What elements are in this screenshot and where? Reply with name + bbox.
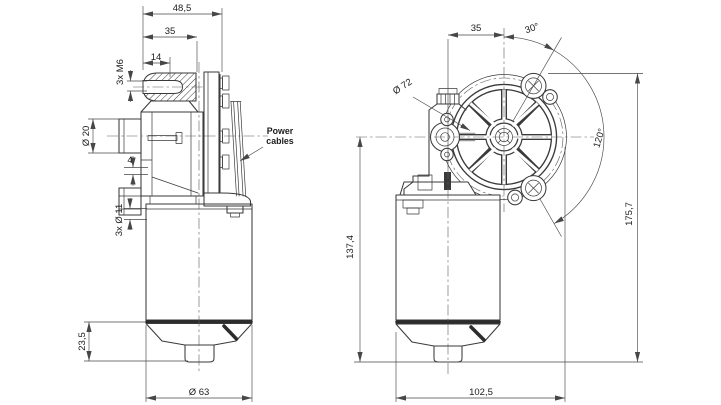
angle-arc-120 [553,50,605,224]
pin-hole-bottom [507,189,523,206]
set-screw [175,132,183,144]
ext-line [124,167,148,175]
dim-overall-depth-label: 48,5 [173,3,192,14]
ext-line [84,321,188,362]
dim-overall-width-label: 102,5 [469,387,493,398]
pin-hole-top [542,89,558,105]
worm-boss-link [458,132,476,142]
terminal-stud [444,172,451,190]
side-power-cables [230,101,247,197]
hub-ticks [497,130,511,144]
gearbox-body-lines [140,111,199,205]
bolt-circle-leader [412,96,471,131]
terminal-block [417,174,433,191]
dim-gearbox-depth-label: 35 [165,26,176,37]
angle-arc-30 [503,34,555,51]
ext-line [354,73,643,363]
dim-step-label: 4 [127,155,132,166]
foot-tab [226,205,244,214]
dim-axis-offset-label: 35 [471,23,482,34]
dim-overall-height-label: 175,7 [624,202,635,226]
dim-bolt-circle-label: Ø 72 [391,77,414,97]
retainer-screw-top [440,112,454,127]
cable-lines [230,101,247,197]
dim-axis-to-bottom-label: 137,4 [345,235,356,259]
brush-plate [399,181,477,196]
front-dimensions: 35 30° 120° Ø 72 175,7 137,4 102,5 [345,21,643,402]
mount-boss-top-ring [525,77,542,95]
label-power-cables-line2: cables [266,136,293,146]
label-tapped-holes: 3x M6 [115,59,126,85]
label-mount-holes: 3x Ø 11 [114,204,125,237]
ext-line [124,208,147,220]
boss-skirt [140,100,199,113]
side-centerlines [107,62,268,372]
pin-hole-bottom-inner [511,193,519,202]
ext-line [395,147,566,402]
gearbox-body [140,111,204,197]
flange-plate [203,71,220,197]
foot-tab-inner [230,212,240,218]
front-centerlines [356,28,594,374]
cone-shadow-wedge [222,324,239,341]
side-mount-boss [118,187,142,216]
side-dimensions: 48,5 35 14 3x M6 Ø 20 4 [77,3,294,402]
motor-end-tip [184,344,215,363]
label-power-cables-line1: Power [267,126,294,136]
dim-shaft-diameter-label: Ø 20 [81,126,92,147]
dim-hole-angle-label: 30° [524,21,541,36]
shaft-keyway [147,135,178,141]
cone-shadow-wedge-front [469,325,486,342]
power-cables-leader [239,146,264,162]
ext-line [145,325,253,402]
front-view: 35 30° 120° Ø 72 175,7 137,4 102,5 [345,21,643,402]
dim-motor-diameter-label: Ø 63 [189,387,210,398]
worm-cap-facets [440,93,455,105]
dim-hole-spacing-angle-label: 120° [591,127,607,149]
angle-line-30 [512,37,562,122]
worm-housing-outline [403,103,467,196]
pin-hole-top-inner [546,93,554,101]
retainer-screw-bottom [440,147,454,162]
dim-thread-depth-label: 14 [151,52,162,63]
retainer-screw-bottom-slot [444,151,450,158]
grommet-boss [118,187,142,216]
flange-bolts [218,75,230,170]
can-clip-inner [406,207,420,215]
angle-line-150 [539,198,562,237]
dim-cap-height-label: 23,5 [77,332,88,351]
side-view: 48,5 35 14 3x M6 Ø 20 4 [77,3,294,402]
mount-screw-bottom-cross [528,182,539,194]
side-gearbox [133,71,252,218]
grommet-boss-lines [118,187,142,216]
mount-boss-bottom-ring [525,179,542,197]
